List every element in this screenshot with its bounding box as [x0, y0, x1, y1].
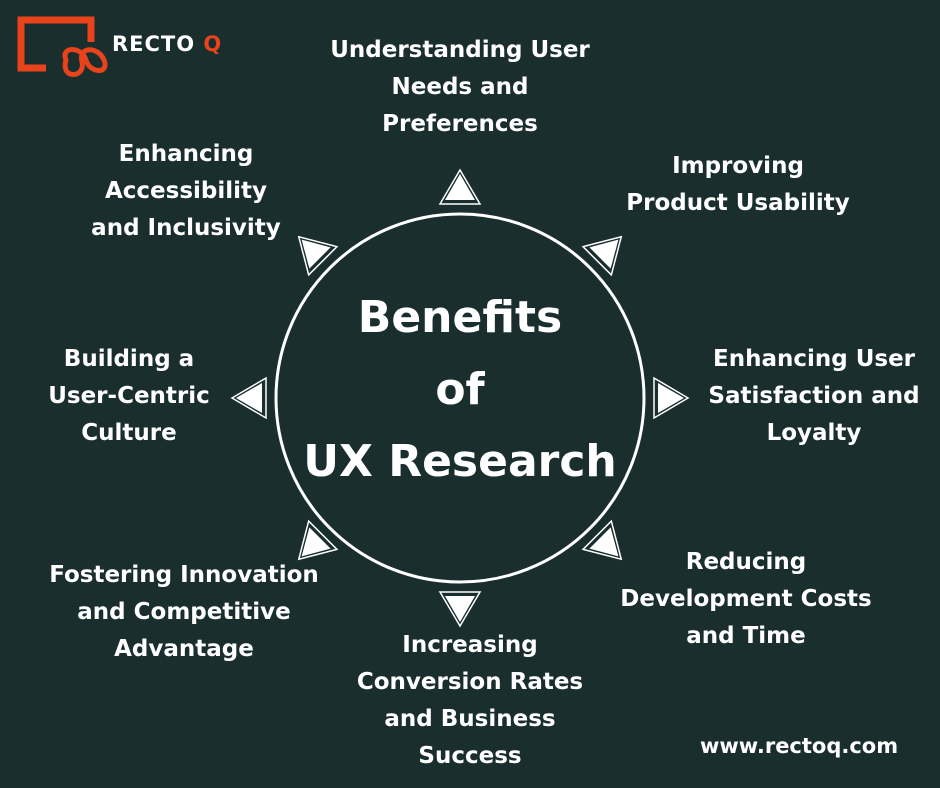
brand-name: RECTO Q [112, 32, 223, 56]
benefit-improving-usability: Improving Product Usability [626, 153, 850, 216]
benefit-conversion-rates: Increasing Conversion Rates and Business… [356, 632, 584, 769]
benefit-accessibility: Enhancing Accessibility and Inclusivity [91, 141, 281, 241]
arrow-icon-8 [297, 235, 339, 277]
arrow-icon-1 [438, 168, 482, 205]
arrow-group [230, 168, 690, 628]
arrow-icon-3 [653, 376, 690, 420]
benefit-understanding-user-needs: Understanding User Needs and Preferences [330, 37, 590, 137]
arrow-icon-2 [581, 235, 623, 277]
center-circle [274, 212, 646, 584]
arrow-icon-4 [581, 519, 623, 561]
website-url: www.rectoq.com [700, 734, 899, 758]
benefit-user-centric-culture: Building a User-Centric Culture [48, 346, 210, 446]
rectoq-logo-icon [17, 16, 108, 88]
arrow-icon-5 [438, 591, 482, 628]
benefit-user-satisfaction: Enhancing User Satisfaction and Loyalty [708, 346, 920, 446]
benefit-reducing-costs: Reducing Development Costs and Time [620, 549, 872, 649]
arrow-icon-7 [230, 376, 267, 420]
center-title: Benefits of UX Research [303, 292, 617, 487]
benefit-fostering-innovation: Fostering Innovation and Competitive Adv… [49, 562, 319, 662]
arrow-icon-6 [297, 519, 339, 561]
